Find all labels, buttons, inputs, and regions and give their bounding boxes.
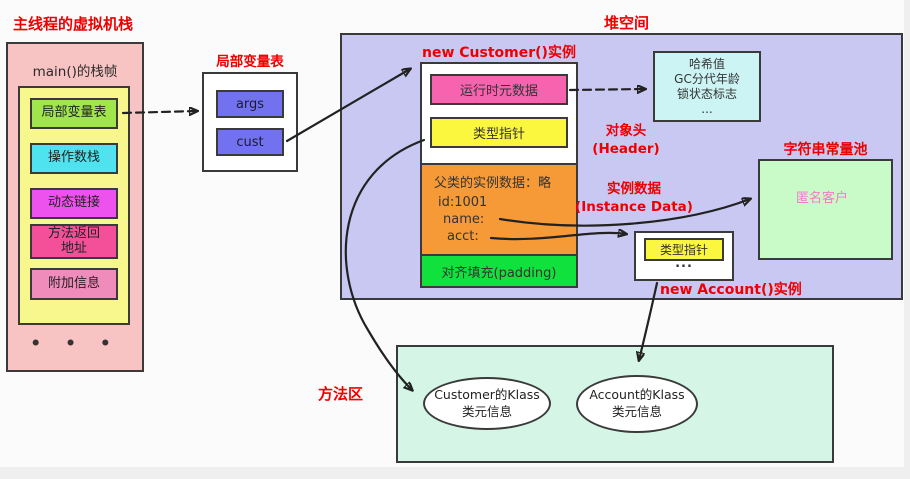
vm-stack-title: 主线程的虚拟机栈 bbox=[13, 15, 134, 33]
padding-box: 对齐填充(padding) bbox=[420, 254, 578, 288]
slot-extra-info: 附加信息 bbox=[30, 268, 118, 300]
mark-word-box: 哈希值 GC分代年龄 锁状态标志 ... bbox=[653, 51, 761, 122]
diagram-canvas: 主线程的虚拟机栈 main()的栈帧 局部变量表 操作数栈 动态链接 方法返回 … bbox=[0, 0, 904, 467]
field-id: id:1001 bbox=[438, 195, 488, 210]
var-args: args bbox=[216, 90, 284, 118]
hash-ellipsis: ... bbox=[701, 102, 713, 116]
field-acct: acct: bbox=[447, 229, 479, 244]
customer-klass-ellipse: Customer的Klass 类元信息 bbox=[423, 377, 551, 430]
lock-flag-line: 锁状态标志 bbox=[676, 87, 737, 101]
method-area-title: 方法区 bbox=[318, 385, 364, 403]
heap-title: 堆空间 bbox=[604, 14, 650, 32]
string-pool-box bbox=[758, 159, 893, 260]
field-name: name: bbox=[443, 212, 485, 227]
string-pool-title: 字符串常量池 bbox=[783, 142, 868, 158]
local-var-table-box bbox=[202, 72, 298, 172]
local-var-table-title: 局部变量表 bbox=[216, 54, 284, 70]
customer-instance-label: new Customer()实例 bbox=[422, 45, 576, 61]
more-frames-ellipsis: • • • bbox=[30, 334, 120, 354]
runtime-metadata-box: 运行时元数据 bbox=[430, 74, 568, 105]
instance-data-box: 父类的实例数据：略 id:1001 name: acct: bbox=[420, 163, 578, 256]
account-klass-ellipse: Account的Klass 类元信息 bbox=[576, 375, 698, 433]
main-frame-label: main()的栈帧 bbox=[32, 64, 118, 80]
instance-data-label: 实例数据 (Instance Data) bbox=[575, 181, 693, 216]
slot-local-var-table: 局部变量表 bbox=[30, 98, 118, 129]
slot-dynamic-link: 动态链接 bbox=[30, 188, 118, 219]
var-cust: cust bbox=[216, 128, 284, 156]
account-type-pointer-box: 类型指针 bbox=[644, 238, 724, 261]
object-header-label: 对象头 (Header) bbox=[592, 123, 660, 158]
slot-operand-stack: 操作数栈 bbox=[30, 143, 118, 174]
account-ellipsis: ... bbox=[675, 256, 693, 271]
account-instance-label: new Account()实例 bbox=[660, 282, 802, 298]
string-pool-value: 匿名客户 bbox=[795, 191, 848, 206]
slot-return-address: 方法返回 地址 bbox=[30, 224, 118, 259]
parent-instance-data-text: 父类的实例数据：略 bbox=[434, 176, 552, 191]
hash-line: 哈希值 bbox=[688, 57, 725, 71]
customer-type-pointer-box: 类型指针 bbox=[430, 117, 568, 148]
gc-age-line: GC分代年龄 bbox=[674, 72, 740, 86]
